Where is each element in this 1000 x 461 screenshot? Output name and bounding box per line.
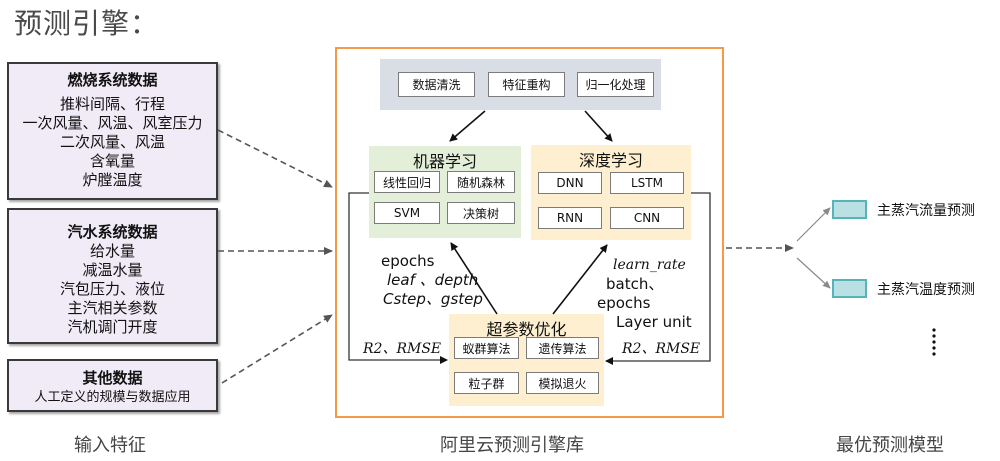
- method-svm: SVM: [374, 202, 440, 224]
- method-rnn: RNN: [538, 207, 602, 229]
- input-item: 主汽相关参数: [67, 299, 158, 317]
- input-item: 推料间隔、行程: [59, 95, 165, 113]
- normalization-step: 归一化处理: [577, 72, 654, 97]
- input-item: 二次风量、风温: [59, 133, 165, 151]
- method-dnn: DNN: [538, 172, 602, 194]
- method-particle-swarm: 粒子群: [454, 372, 519, 394]
- method-genetic-algorithm: 遗传算法: [526, 337, 599, 359]
- output-steam-flow-prediction: 主蒸汽流量预测: [877, 203, 975, 219]
- feature-reconstruction-step: 特征重构: [488, 72, 565, 97]
- machine-learning-title: 机器学习: [412, 152, 477, 171]
- data-cleaning-step: 数据清洗: [398, 72, 475, 97]
- input-item: 一次风量、风温、风室压力: [22, 114, 203, 132]
- input-item: 人工定义的规模与数据应用: [34, 390, 191, 405]
- deep-learning-panel: 深度学习 DNN LSTM RNN CNN: [531, 145, 691, 240]
- input-item: 含氧量: [89, 152, 135, 170]
- method-lstm: LSTM: [610, 172, 684, 194]
- method-cnn: CNN: [610, 207, 684, 229]
- input-group-title: 燃烧系统数据: [67, 71, 158, 89]
- inputs-caption: 输入特征: [74, 435, 146, 456]
- deep-learning-title: 深度学习: [578, 151, 643, 170]
- hyperparameter-optimization-panel: 超参数优化 蚁群算法 遗传算法 粒子群 模拟退火: [449, 314, 604, 406]
- input-group-steam-water: 汽水系统数据 给水量 减温水量 汽包压力、液位 主汽相关参数 汽机调门开度: [7, 208, 218, 344]
- method-random-forest: 随机森林: [447, 171, 515, 193]
- input-group-title: 其他数据: [82, 369, 143, 387]
- input-arrow-combustion: [217, 129, 333, 188]
- dl-param-batch: batch、: [606, 275, 664, 293]
- method-simulated-annealing: 模拟退火: [526, 372, 599, 394]
- input-item: 汽包压力、液位: [59, 280, 165, 298]
- method-ant-colony: 蚁群算法: [454, 337, 519, 359]
- method-linear-regression: 线性回归: [374, 171, 440, 193]
- input-item: 汽机调门开度: [67, 318, 158, 336]
- input-arrow-other: [221, 314, 333, 384]
- input-group-combustion: 燃烧系统数据 推料间隔、行程 一次风量、风温、风室压力 二次风量、风温 含氧量 …: [7, 62, 218, 200]
- dl-param-layer-unit: Layer unit: [616, 313, 692, 331]
- input-group-other: 其他数据 人工定义的规模与数据应用: [7, 359, 218, 412]
- metrics-left: R2、RMSE: [363, 341, 442, 357]
- outputs-caption: 最优预测模型: [836, 435, 944, 456]
- hyperparameter-title: 超参数优化: [486, 320, 567, 339]
- input-item: 减温水量: [82, 261, 143, 279]
- preprocessing-panel: 数据清洗 特征重构 归一化处理: [380, 59, 661, 110]
- page-title: 预测引擎：: [14, 7, 160, 40]
- input-group-title: 汽水系统数据: [67, 223, 158, 241]
- dl-param-epochs: epochs: [597, 294, 651, 312]
- ml-param-epochs: epochs: [381, 252, 435, 270]
- more-outputs-ellipsis-icon: [931, 327, 937, 361]
- ml-param-leaf-depth: leaf 、depth: [387, 271, 479, 289]
- input-item: 给水量: [89, 242, 135, 260]
- machine-learning-panel: 机器学习 线性回归 随机森林 SVM 决策树: [369, 146, 521, 238]
- ml-param-cstep-gstep: Cstep、gstep: [383, 290, 483, 308]
- output-steam-temperature-prediction: 主蒸汽温度预测: [877, 282, 975, 298]
- output-marker: [832, 200, 867, 219]
- output-arrow-flow: [796, 207, 831, 242]
- metrics-right: R2、RMSE: [622, 341, 701, 357]
- dl-param-learn-rate: learn_rate: [613, 257, 686, 273]
- input-item: 炉膛温度: [82, 171, 143, 189]
- output-arrow-temp: [796, 257, 831, 289]
- engine-caption: 阿里云预测引擎库: [440, 435, 584, 456]
- method-decision-tree: 决策树: [447, 202, 515, 224]
- output-marker: [832, 279, 867, 298]
